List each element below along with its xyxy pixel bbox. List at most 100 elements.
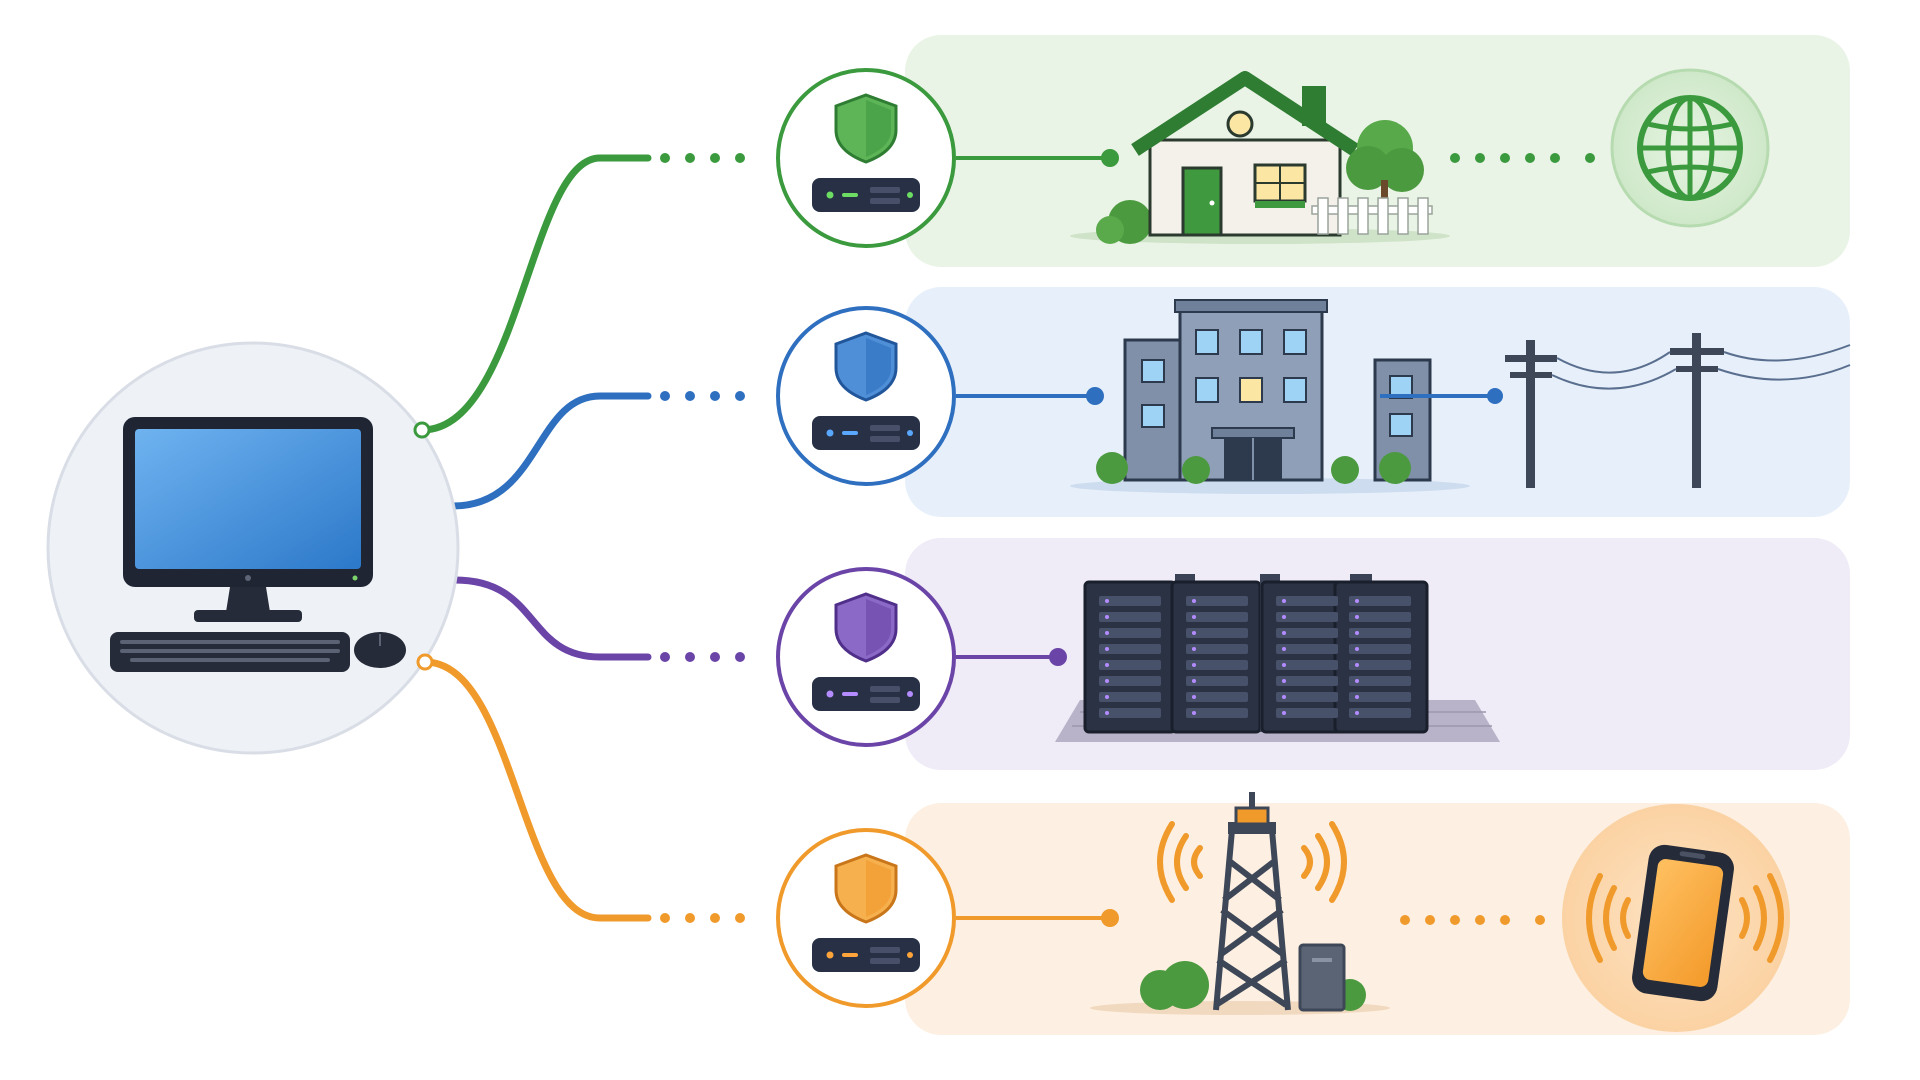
gateway-mobile — [776, 828, 956, 1008]
rack-led — [1192, 647, 1196, 651]
rack-led — [1355, 679, 1359, 683]
rack-unit — [1276, 660, 1338, 670]
rack-unit — [1099, 628, 1161, 638]
server-racks-icon — [1055, 574, 1500, 742]
house-icon — [1070, 71, 1450, 244]
rack-unit — [1276, 596, 1338, 606]
rack-led — [1282, 599, 1286, 603]
router-icon — [812, 938, 920, 972]
rack-unit — [1186, 644, 1248, 654]
connector-office — [449, 392, 652, 510]
rack-led — [1355, 647, 1359, 651]
rack-unit — [1186, 708, 1248, 718]
utility-pole-icon — [1505, 333, 1851, 488]
shield-icon — [834, 93, 898, 164]
rack-led — [1355, 663, 1359, 667]
rack-led — [1282, 711, 1286, 715]
office-building-icon — [1070, 299, 1470, 494]
rack-led — [1105, 679, 1109, 683]
hub-connectors — [418, 154, 652, 922]
rack-unit — [1349, 612, 1411, 622]
rack-led — [1105, 647, 1109, 651]
gateway-links — [956, 156, 1110, 920]
rack-led — [1192, 599, 1196, 603]
router-icon — [812, 178, 920, 212]
smartphone-icon — [1562, 804, 1790, 1032]
rack-led — [1355, 631, 1359, 635]
rack-unit — [1276, 676, 1338, 686]
gateway-home — [776, 68, 956, 248]
link-endpoints — [1049, 149, 1119, 927]
rack-led — [1282, 647, 1286, 651]
rack-unit — [1349, 676, 1411, 686]
rack-led — [1282, 615, 1286, 619]
rack-unit — [1276, 644, 1338, 654]
rack-unit — [1186, 612, 1248, 622]
rack-unit — [1349, 660, 1411, 670]
rack-led — [1105, 711, 1109, 715]
connector-datacenter — [451, 576, 652, 661]
rack-led — [1282, 695, 1286, 699]
rack-led — [1355, 615, 1359, 619]
rack-led — [1192, 679, 1196, 683]
gateway-datacenter — [776, 567, 956, 747]
rack-group — [1083, 574, 1429, 734]
rack-led — [1282, 663, 1286, 667]
rack-led — [1192, 695, 1196, 699]
connector-mobile — [421, 658, 652, 922]
rack-unit — [1099, 596, 1161, 606]
dots-home-globe — [1450, 153, 1595, 163]
shield-icon — [834, 853, 898, 924]
desktop-computer-icon — [110, 417, 406, 672]
rack-unit — [1099, 644, 1161, 654]
rack-led — [1355, 711, 1359, 715]
rack-led — [1192, 663, 1196, 667]
rack-unit — [1349, 644, 1411, 654]
rack-unit — [1186, 660, 1248, 670]
rack-unit — [1349, 708, 1411, 718]
shield-icon — [834, 331, 898, 402]
rack-unit — [1099, 692, 1161, 702]
dots-office — [660, 391, 745, 401]
rack-led — [1105, 615, 1109, 619]
rack-led — [1105, 599, 1109, 603]
rack-led — [1105, 631, 1109, 635]
rack-unit — [1276, 708, 1338, 718]
rack-unit — [1099, 612, 1161, 622]
shield-icon — [834, 592, 898, 663]
rack-unit — [1099, 676, 1161, 686]
rack-led — [1192, 615, 1196, 619]
rack-led — [1192, 631, 1196, 635]
rack-led — [1355, 695, 1359, 699]
cell-tower-icon — [1090, 792, 1390, 1015]
rack-unit — [1099, 708, 1161, 718]
rack-unit — [1186, 692, 1248, 702]
rack-led — [1282, 679, 1286, 683]
dots-datacenter — [660, 652, 745, 662]
rack-led — [1355, 599, 1359, 603]
port-home — [413, 421, 431, 439]
connector-home — [418, 154, 652, 434]
rack-led — [1105, 663, 1109, 667]
rack-unit — [1099, 660, 1161, 670]
rack-unit — [1276, 692, 1338, 702]
hub-computer — [46, 341, 460, 755]
rack-unit — [1276, 612, 1338, 622]
rack-unit — [1186, 596, 1248, 606]
rack-unit — [1349, 628, 1411, 638]
rack-led — [1282, 631, 1286, 635]
rack-unit — [1186, 676, 1248, 686]
router-icon — [812, 677, 920, 711]
globe-icon — [1610, 68, 1770, 228]
dotted-links — [660, 153, 745, 923]
dots-home — [660, 153, 745, 163]
gateway-office — [776, 306, 956, 486]
rack-unit — [1349, 596, 1411, 606]
router-icon — [812, 416, 920, 450]
rack-led — [1105, 695, 1109, 699]
rack-unit — [1349, 692, 1411, 702]
rack-unit — [1186, 628, 1248, 638]
rack-unit — [1276, 628, 1338, 638]
